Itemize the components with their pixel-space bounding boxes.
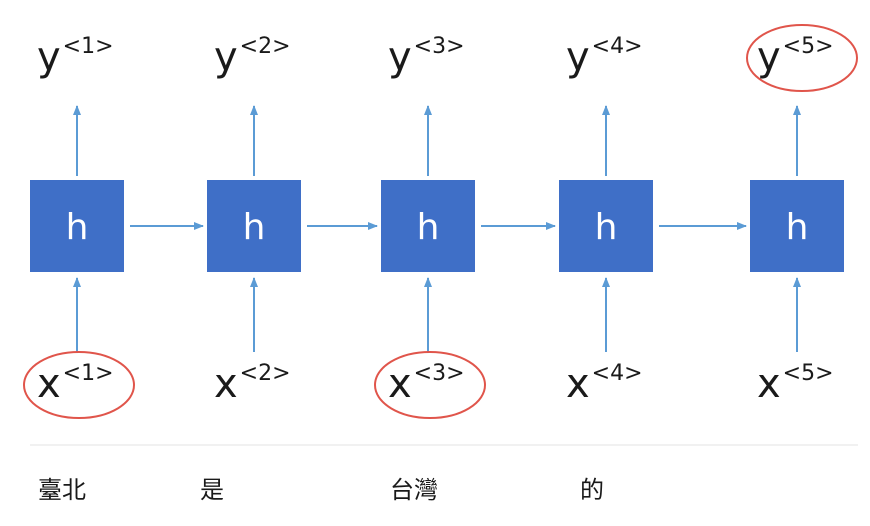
word-3: 台灣 xyxy=(390,476,438,504)
output-label: y<5> xyxy=(757,34,834,80)
hidden-state-label: h xyxy=(595,207,618,248)
input-label: x<5> xyxy=(757,361,834,407)
input-highlight-circle xyxy=(374,351,486,419)
output-label: y<3> xyxy=(388,34,465,80)
input-label: x<1> xyxy=(37,361,114,407)
input-label: x<4> xyxy=(566,361,643,407)
input-highlight-circle xyxy=(23,351,135,419)
input-label: x<2> xyxy=(214,361,291,407)
hidden-state-box xyxy=(381,180,475,272)
hidden-state-label: h xyxy=(66,207,89,248)
output-highlight-circle xyxy=(746,24,858,92)
hidden-state-label: h xyxy=(786,207,809,248)
input-label: x<3> xyxy=(388,361,465,407)
word-4: 的 xyxy=(580,476,604,504)
hidden-state-box xyxy=(559,180,653,272)
output-label: y<4> xyxy=(566,34,643,80)
word-2: 是 xyxy=(200,476,224,504)
hidden-state-box xyxy=(207,180,301,272)
output-label: y<2> xyxy=(214,34,291,80)
output-label: y<1> xyxy=(37,34,114,80)
hidden-state-box xyxy=(750,180,844,272)
word-1: 臺北 xyxy=(38,476,86,504)
hidden-state-label: h xyxy=(417,207,440,248)
hidden-state-label: h xyxy=(243,207,266,248)
hidden-state-box xyxy=(30,180,124,272)
